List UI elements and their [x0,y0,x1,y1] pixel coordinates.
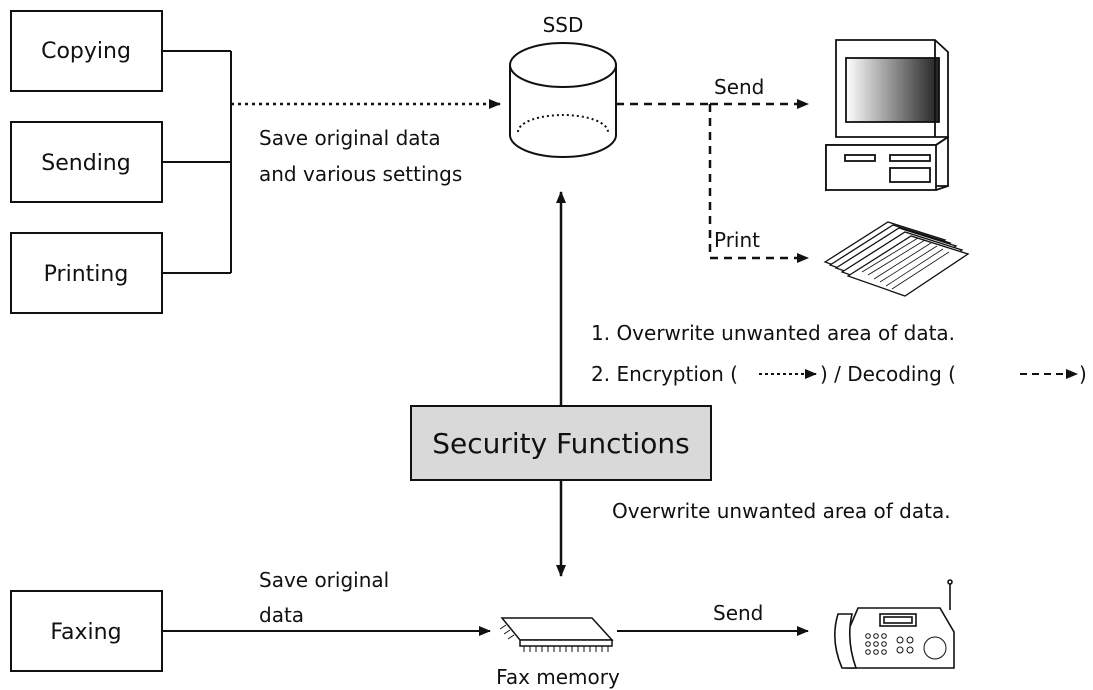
security-note-1: 1. Overwrite unwanted area of data. [591,321,955,345]
ssd-database-icon: SSD [509,13,617,158]
desktop-computer-icon [825,39,949,192]
svg-text:): ) [1079,362,1087,386]
fax-overwrite-note: Overwrite unwanted area of data. [612,499,951,523]
save-note-line1: Save original data [259,126,441,150]
memory-chip-icon [499,617,614,652]
copying-box: Copying [10,10,163,92]
save-note-line2: and various settings [259,162,462,186]
faxing-box: Faxing [10,590,163,672]
security-functions-label: Security Functions [432,427,690,460]
sending-label: Sending [41,151,130,176]
source-bracket [162,50,232,274]
svg-text:2. Encryption (: 2. Encryption ( [591,362,738,386]
sending-box: Sending [10,121,163,203]
faxing-label: Faxing [50,620,121,645]
fax-memory-label: Fax memory [496,665,620,689]
fax-machine-icon [834,579,955,669]
security-functions-box: Security Functions [410,405,712,481]
printing-label: Printing [44,262,129,287]
security-note-2: 2. Encryption ( ) / Decoding ( ) [591,362,1087,386]
fax-save-note-line2: data [259,603,304,627]
print-label: Print [714,228,760,252]
paper-stack-icon [823,221,970,297]
ssd-label: SSD [543,13,584,37]
ssd-output-lines [616,99,809,263]
fax-save-note-line1: Save original [259,568,389,592]
send-label: Send [714,75,764,99]
fax-send-label: Send [713,601,763,625]
svg-text:) / Decoding (: ) / Decoding ( [820,362,956,386]
printing-box: Printing [10,232,163,314]
copying-label: Copying [41,39,131,64]
